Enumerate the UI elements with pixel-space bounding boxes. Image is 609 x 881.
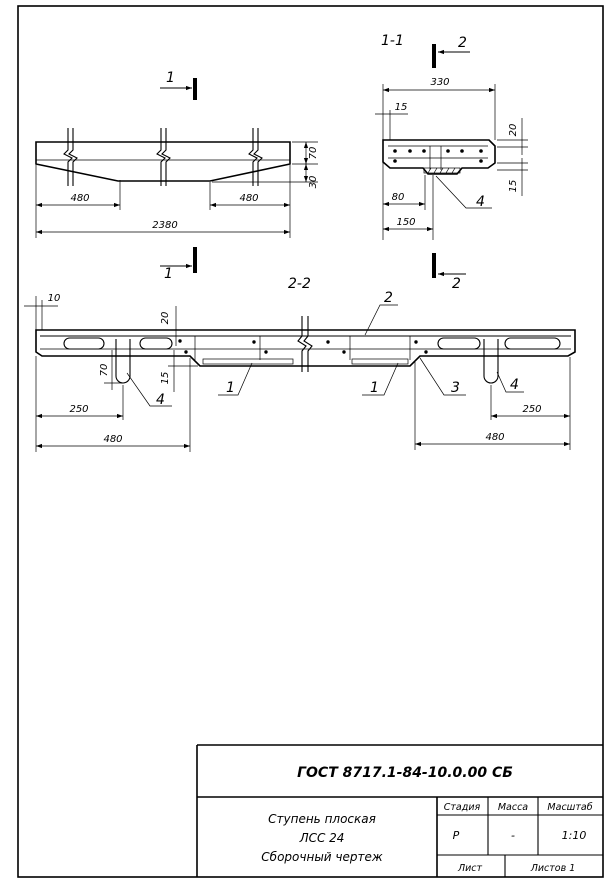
elevation-dim-plate: 70 [308, 147, 319, 160]
header-stage: Стадия [444, 802, 481, 813]
section-1-1-dim-150: 150 [396, 217, 415, 228]
section-2-2-mounting-loops [63, 337, 561, 384]
section-1-1-dim-cover: 15 [395, 102, 408, 113]
elevation-dim-left: 480 [70, 193, 89, 204]
section-2-2-dim-left-250: 250 [69, 404, 88, 415]
header-scale: Масштаб [547, 802, 592, 813]
value-stage: Р [453, 829, 460, 842]
section-2-2-dim-20: 20 [160, 312, 171, 325]
section-2-2: 2-2 [24, 276, 576, 452]
drawing-designation: ГОСТ 8717.1-84-10.0.00 СБ [297, 765, 513, 781]
cut-mark-1-top: 1 [160, 70, 197, 100]
section-1-1-callout-4: 4 [476, 194, 485, 210]
title-block-grid [196, 744, 603, 877]
product-name-line3: Сборочный чертеж [261, 850, 383, 864]
section-1-1-extension-lines [375, 84, 528, 240]
section-2-2-callout-4a: 4 [156, 392, 165, 408]
section-2-2-dimension-lines [36, 413, 570, 449]
section-2-2-title: 2-2 [288, 276, 311, 292]
elevation-dim-rib: 30 [308, 176, 319, 189]
section-2-2-dim-right-250: 250 [522, 404, 541, 415]
cut-mark-2-top-label: 2 [458, 35, 467, 51]
section-2-2-callout-leaders [126, 304, 524, 407]
value-mass: - [511, 829, 515, 842]
section-2-2-dim-right-480: 480 [485, 432, 504, 443]
elevation-break-lines [63, 128, 263, 186]
elevation-dim-right: 480 [239, 193, 258, 204]
section-1-1-dim-bottom: 15 [508, 180, 519, 193]
cut-mark-2-top: 2 [432, 35, 470, 68]
section-1-1-title: 1-1 [381, 33, 404, 49]
elevation-outline [35, 141, 291, 182]
sheet-label: Лист [457, 863, 483, 874]
section-1-1-callout-4-leader [435, 175, 492, 209]
section-1-1-dim-chamfer: 20 [508, 124, 519, 137]
elevation-view: 480 480 2380 70 30 1 1 [35, 70, 319, 282]
section-2-2-extension-lines [24, 296, 571, 452]
section-2-2-outline [35, 329, 576, 367]
sheets-label: Листов 1 [530, 863, 576, 874]
cut-mark-1-bottom-label: 1 [164, 266, 173, 282]
section-2-2-dim-70: 70 [99, 364, 110, 377]
cut-mark-2-bottom: 2 [432, 253, 466, 292]
section-1-1-dimension-lines [383, 87, 495, 232]
section-1-1-dim-width: 330 [430, 77, 449, 88]
section-1-1-dim-80: 80 [392, 192, 405, 203]
section-2-2-callout-1a: 1 [226, 380, 235, 396]
section-2-2-break-line [297, 316, 313, 372]
section-2-2-callout-2: 2 [384, 290, 393, 306]
section-2-2-dim-10: 10 [48, 293, 61, 304]
section-2-2-callout-1b: 1 [370, 380, 379, 396]
section-2-2-dim-left-480: 480 [103, 434, 122, 445]
section-2-2-callout-3: 3 [451, 380, 460, 396]
elevation-dim-length: 2380 [152, 220, 177, 231]
elevation-dimension-lines [36, 142, 309, 235]
cut-mark-2-bottom-label: 2 [452, 276, 461, 292]
product-name-line1: Ступень плоская [268, 812, 376, 826]
product-name-line2: ЛСС 24 [299, 831, 345, 845]
cut-mark-1-top-label: 1 [166, 70, 175, 86]
section-1-1: 1-1 2 2 [375, 33, 528, 292]
header-mass: Масса [498, 802, 528, 813]
section-1-1-outline [382, 139, 496, 175]
sheet-frame [17, 5, 604, 878]
section-2-2-reinforcement [40, 335, 571, 365]
cut-mark-1-bottom: 1 [160, 247, 197, 282]
section-1-1-reinforcement [388, 145, 488, 174]
section-2-2-callout-4b: 4 [510, 377, 519, 393]
title-block: ГОСТ 8717.1-84-10.0.00 СБ Ступень плоска… [196, 744, 603, 877]
value-scale: 1:10 [562, 829, 587, 842]
section-2-2-dim-15: 15 [160, 372, 171, 385]
